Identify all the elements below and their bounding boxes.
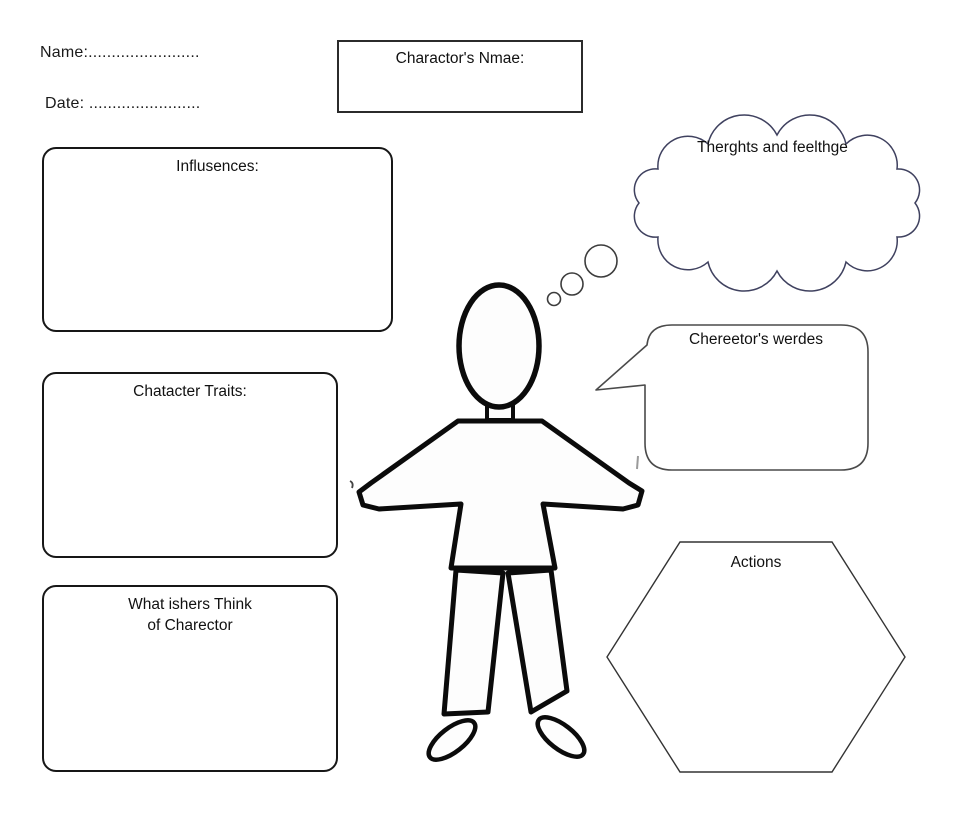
character-traits-box-label: Chatacter Traits: xyxy=(133,383,247,400)
thought-cloud-shape[interactable] xyxy=(633,114,921,292)
person-head xyxy=(456,282,542,410)
actions-hexagon-shape[interactable] xyxy=(606,541,906,773)
date-write-line[interactable]: Date: ........................ xyxy=(45,95,201,112)
others-think-box-label-line2: of Charector xyxy=(147,617,233,634)
thought-cloud-label: Therghts and feelthge xyxy=(697,139,848,156)
stray-mark-left xyxy=(349,480,354,489)
stray-mark-right xyxy=(636,455,639,470)
character-name-box[interactable]: Charactor's Nmae: xyxy=(337,40,583,113)
influences-box-label: Influsences: xyxy=(176,158,259,175)
person-right-foot xyxy=(535,715,587,759)
actions-hexagon-label: Actions xyxy=(730,554,782,571)
others-think-box-label-line1: What ishers Think xyxy=(128,596,252,613)
others-think-box[interactable]: What ishers Think of Charector xyxy=(42,585,338,772)
person-figure xyxy=(356,282,645,762)
person-left-foot xyxy=(426,718,478,762)
character-traits-box[interactable]: Chatacter Traits: xyxy=(42,372,338,558)
person-torso-and-arms xyxy=(356,418,645,571)
thought-trail-bubbles xyxy=(546,244,618,307)
name-write-line[interactable]: Name:........................ xyxy=(40,44,200,61)
speech-bubble-label: Chereetor's werdes xyxy=(689,331,823,348)
speech-bubble-shape[interactable] xyxy=(595,324,869,471)
influences-box[interactable]: Influsences: xyxy=(42,147,393,332)
character-name-box-label: Charactor's Nmae: xyxy=(395,50,525,67)
person-left-leg xyxy=(441,567,506,717)
person-right-leg xyxy=(505,567,570,715)
